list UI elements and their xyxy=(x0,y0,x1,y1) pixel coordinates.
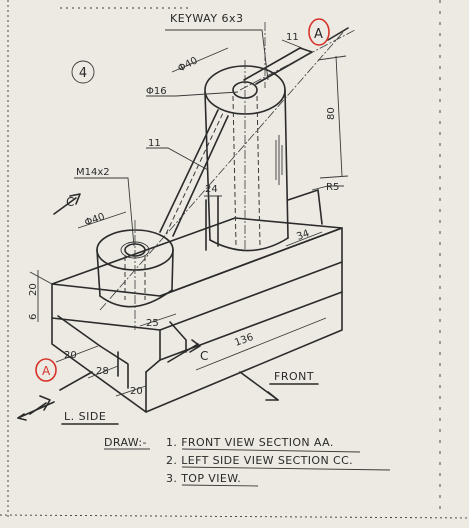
front-label: FRONT xyxy=(274,370,314,383)
phi40-small-label: Φ40 xyxy=(83,211,106,228)
dim-136: 136 xyxy=(233,332,255,349)
dim-80: 80 xyxy=(326,107,337,120)
dim-34: 34 xyxy=(295,228,311,243)
red-circle-a-bottom xyxy=(35,358,57,382)
dim-20-height: 20 xyxy=(28,283,39,296)
lside-label: L. SIDE xyxy=(64,410,106,423)
instruction-2: 2. LEFT SIDE VIEW SECTION CC. xyxy=(166,454,353,467)
section-c-bottom-label: C xyxy=(200,349,208,363)
phi40-top-label: Φ40 xyxy=(176,55,199,74)
draw-label: DRAW:- xyxy=(104,436,147,449)
dim-11-top: 11 xyxy=(286,32,299,43)
r5-label: R5 xyxy=(326,182,339,193)
base-top-face xyxy=(51,217,343,297)
m14-label: M14x2 xyxy=(76,167,110,178)
keyway-label: KEYWAY 6x3 xyxy=(170,12,244,25)
section-a-top-label: A xyxy=(314,27,323,42)
dim-6: 6 xyxy=(28,314,39,320)
base-step xyxy=(51,261,343,413)
lside-arrow xyxy=(17,401,119,425)
red-circle-a-top xyxy=(308,18,330,46)
section-a-bottom-label: A xyxy=(42,364,51,378)
dim-11-rib: 11 xyxy=(148,138,161,149)
base-front-face xyxy=(159,227,343,331)
cutting-plane-cc xyxy=(53,193,201,363)
red-markers xyxy=(35,18,330,382)
dim-24: 24 xyxy=(205,184,218,195)
cutting-plane-aa xyxy=(29,27,349,415)
dim-25: 25 xyxy=(146,318,159,329)
instruction-1: 1. FRONT VIEW SECTION AA. xyxy=(166,436,334,449)
problem-number-circle xyxy=(71,60,95,84)
dim-20-b: 20 xyxy=(130,386,143,397)
dimension-lines xyxy=(29,29,349,397)
dim-20-a: 20 xyxy=(64,350,77,361)
phi16-label: Φ16 xyxy=(146,86,167,97)
object-outline xyxy=(51,47,343,413)
section-c-left-label: C xyxy=(66,195,74,209)
front-arrow xyxy=(239,371,319,401)
dim-28: 28 xyxy=(96,366,109,377)
instruction-3: 3. TOP VIEW. xyxy=(166,472,241,485)
problem-number: 4 xyxy=(79,66,87,81)
